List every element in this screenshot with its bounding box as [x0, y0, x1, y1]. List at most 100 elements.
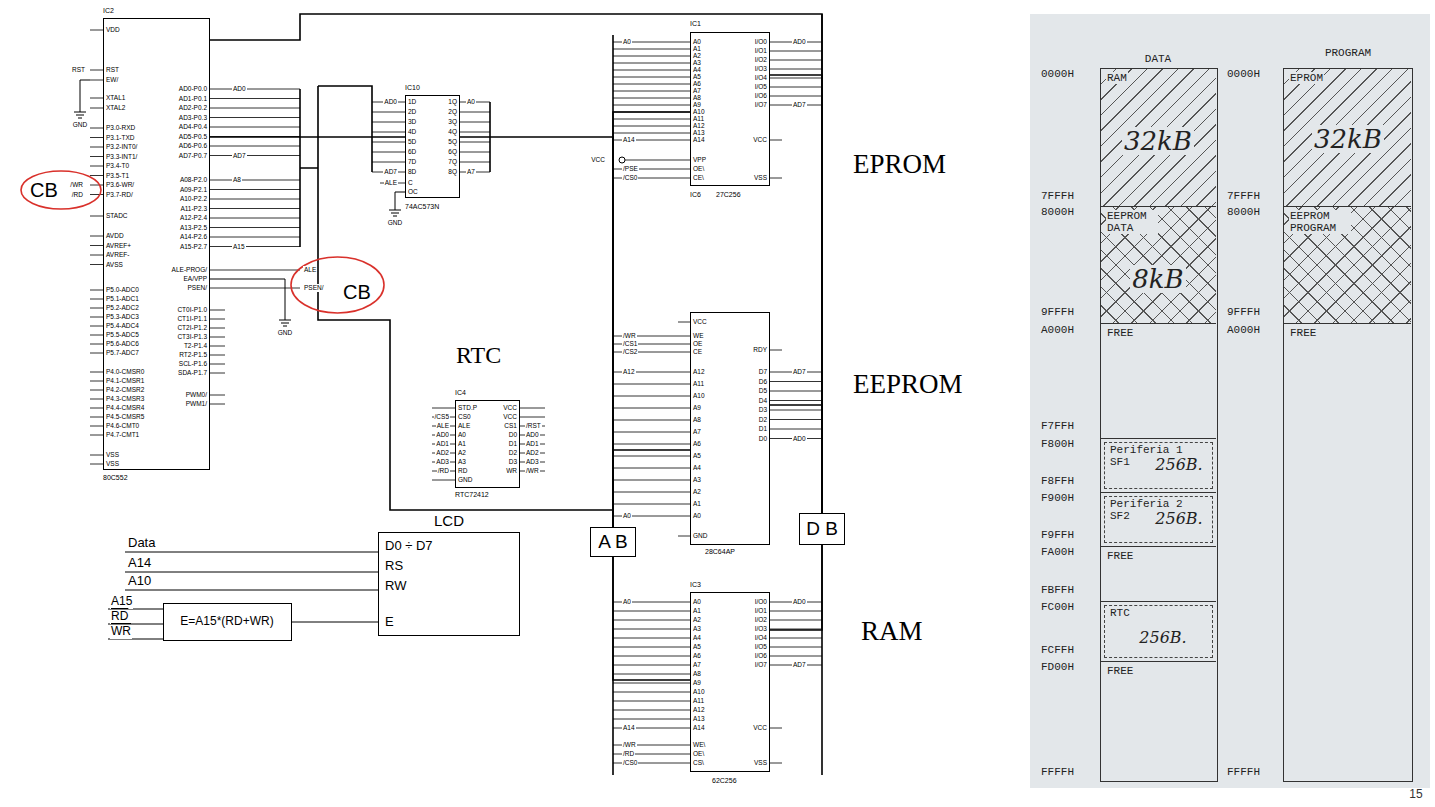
pin-name: A15 — [232, 243, 246, 250]
pin-line — [770, 763, 782, 764]
pin-name: A7 — [693, 87, 701, 94]
pin-line — [613, 126, 690, 127]
pin-name: SDA-P1.7 — [178, 369, 207, 376]
callout-ellipse: CB — [20, 170, 102, 210]
bus-wire — [613, 557, 690, 680]
pin-line — [90, 175, 103, 176]
pin-line — [210, 373, 225, 374]
handwritten-size: 256B. — [1154, 456, 1203, 474]
pin-name: A2 — [458, 449, 466, 456]
pin-name: /RD — [437, 467, 450, 474]
pin-name: D5 — [759, 387, 767, 394]
memory-region: RTC256B. — [1101, 601, 1216, 661]
pin-name: A14-P2.6 — [180, 233, 207, 240]
memory-region: FREE — [1284, 323, 1411, 780]
address: A000H — [1226, 324, 1261, 336]
pin-name: WR — [506, 467, 517, 474]
pin-name: A3 — [693, 625, 701, 632]
pin-name: AD7 — [232, 152, 247, 159]
pin-name: STD.P — [458, 404, 477, 411]
bus-outline — [300, 86, 613, 510]
pin-line — [613, 444, 690, 445]
pin-name: A1 — [693, 500, 701, 507]
pin-name: I/O3 — [755, 65, 767, 72]
ram-chip: IC3A0A1A2A3A4A5A6A7A8A9A10A11A12A13A14WE… — [690, 592, 770, 772]
pin-line — [460, 152, 490, 153]
pin-name: A10 — [693, 108, 705, 115]
pin-name: A0 — [622, 38, 632, 45]
address: 8000H — [1226, 206, 1261, 218]
pin-name: A6 — [693, 440, 701, 447]
pin-name: ALE — [384, 179, 398, 186]
pin-name: 3Q — [448, 118, 457, 125]
pin-name: P4.5-CMSR5 — [106, 413, 144, 420]
pin-line — [210, 246, 300, 247]
pin-line — [613, 692, 690, 693]
pin-line — [210, 404, 225, 405]
pin-name: 4D — [408, 128, 416, 135]
bus-wire — [770, 75, 822, 513]
pin-line — [90, 128, 103, 129]
pin-name: A7 — [693, 661, 701, 668]
handwritten-size: 32kB — [1312, 125, 1384, 154]
chip-name: 62C256 — [712, 777, 737, 785]
pin-line — [372, 142, 405, 143]
pin-line — [210, 337, 225, 338]
pin-name: RST — [106, 66, 119, 73]
region-name: EEPROM PROGRAM — [1289, 210, 1351, 234]
chip-name: IC10 — [405, 84, 420, 92]
pin-name: VCC — [753, 724, 767, 731]
pin-line — [770, 728, 782, 729]
pin-name: A1 — [693, 607, 701, 614]
pin-line — [613, 56, 690, 57]
memory-region: EEPROM DATA8kB — [1101, 206, 1216, 323]
pin-name: A2 — [693, 488, 701, 495]
pin-name: 5D — [408, 138, 416, 145]
pin-line — [770, 391, 822, 392]
pin-name: /WR — [622, 741, 637, 748]
pin-name: AD0 — [435, 431, 450, 438]
block-title: EPROM — [852, 150, 947, 180]
pin-name: P4.3-CMSR3 — [106, 395, 144, 402]
pin-line — [90, 299, 103, 300]
pin-name: AD3-P0.3 — [179, 114, 207, 121]
pin-name: C — [408, 179, 413, 186]
pin-name: OE\ — [693, 165, 704, 172]
pin-name: /CS0 — [622, 759, 638, 766]
pin-line — [372, 122, 405, 123]
pin-name: A7 — [466, 168, 476, 175]
pin-name: GND — [387, 219, 403, 226]
pin-line — [210, 237, 300, 238]
pin-name: AVDD — [106, 232, 124, 239]
address: F900H — [1040, 492, 1075, 504]
pin-name: EA/VPP — [184, 275, 207, 282]
pin-name: 8D — [408, 168, 416, 175]
signal-wire — [292, 622, 378, 623]
pin-name: /CS5 — [434, 413, 450, 420]
pin-lines — [90, 30, 822, 763]
pin-name: /PSE — [622, 165, 639, 172]
pin-line — [613, 665, 690, 666]
pin-name: T2-P1.4 — [184, 342, 207, 349]
pin-name: GND — [72, 121, 88, 128]
signal-name: WR — [110, 625, 132, 638]
pin-name: AD0 — [525, 431, 540, 438]
bus-line — [490, 14, 822, 775]
pin-name: A8 — [693, 94, 701, 101]
pin-line — [90, 426, 103, 427]
pin-name: A9 — [693, 679, 701, 686]
pin-line — [210, 189, 300, 190]
pin-name: D0 — [509, 431, 517, 438]
pin-line — [210, 199, 300, 200]
address: F7FFH — [1040, 420, 1075, 432]
bus-wire — [770, 545, 822, 630]
pin-line — [90, 147, 103, 148]
lcd-pin: RS — [385, 559, 403, 573]
pin-name: /RD — [622, 750, 635, 757]
pin-name: /WR — [622, 332, 637, 339]
signal-name: RD — [110, 610, 129, 623]
pin-name: 3D — [408, 118, 416, 125]
pin-line — [210, 355, 225, 356]
pin-name: A8 — [693, 670, 701, 677]
pin-name: CS1 — [504, 422, 517, 429]
